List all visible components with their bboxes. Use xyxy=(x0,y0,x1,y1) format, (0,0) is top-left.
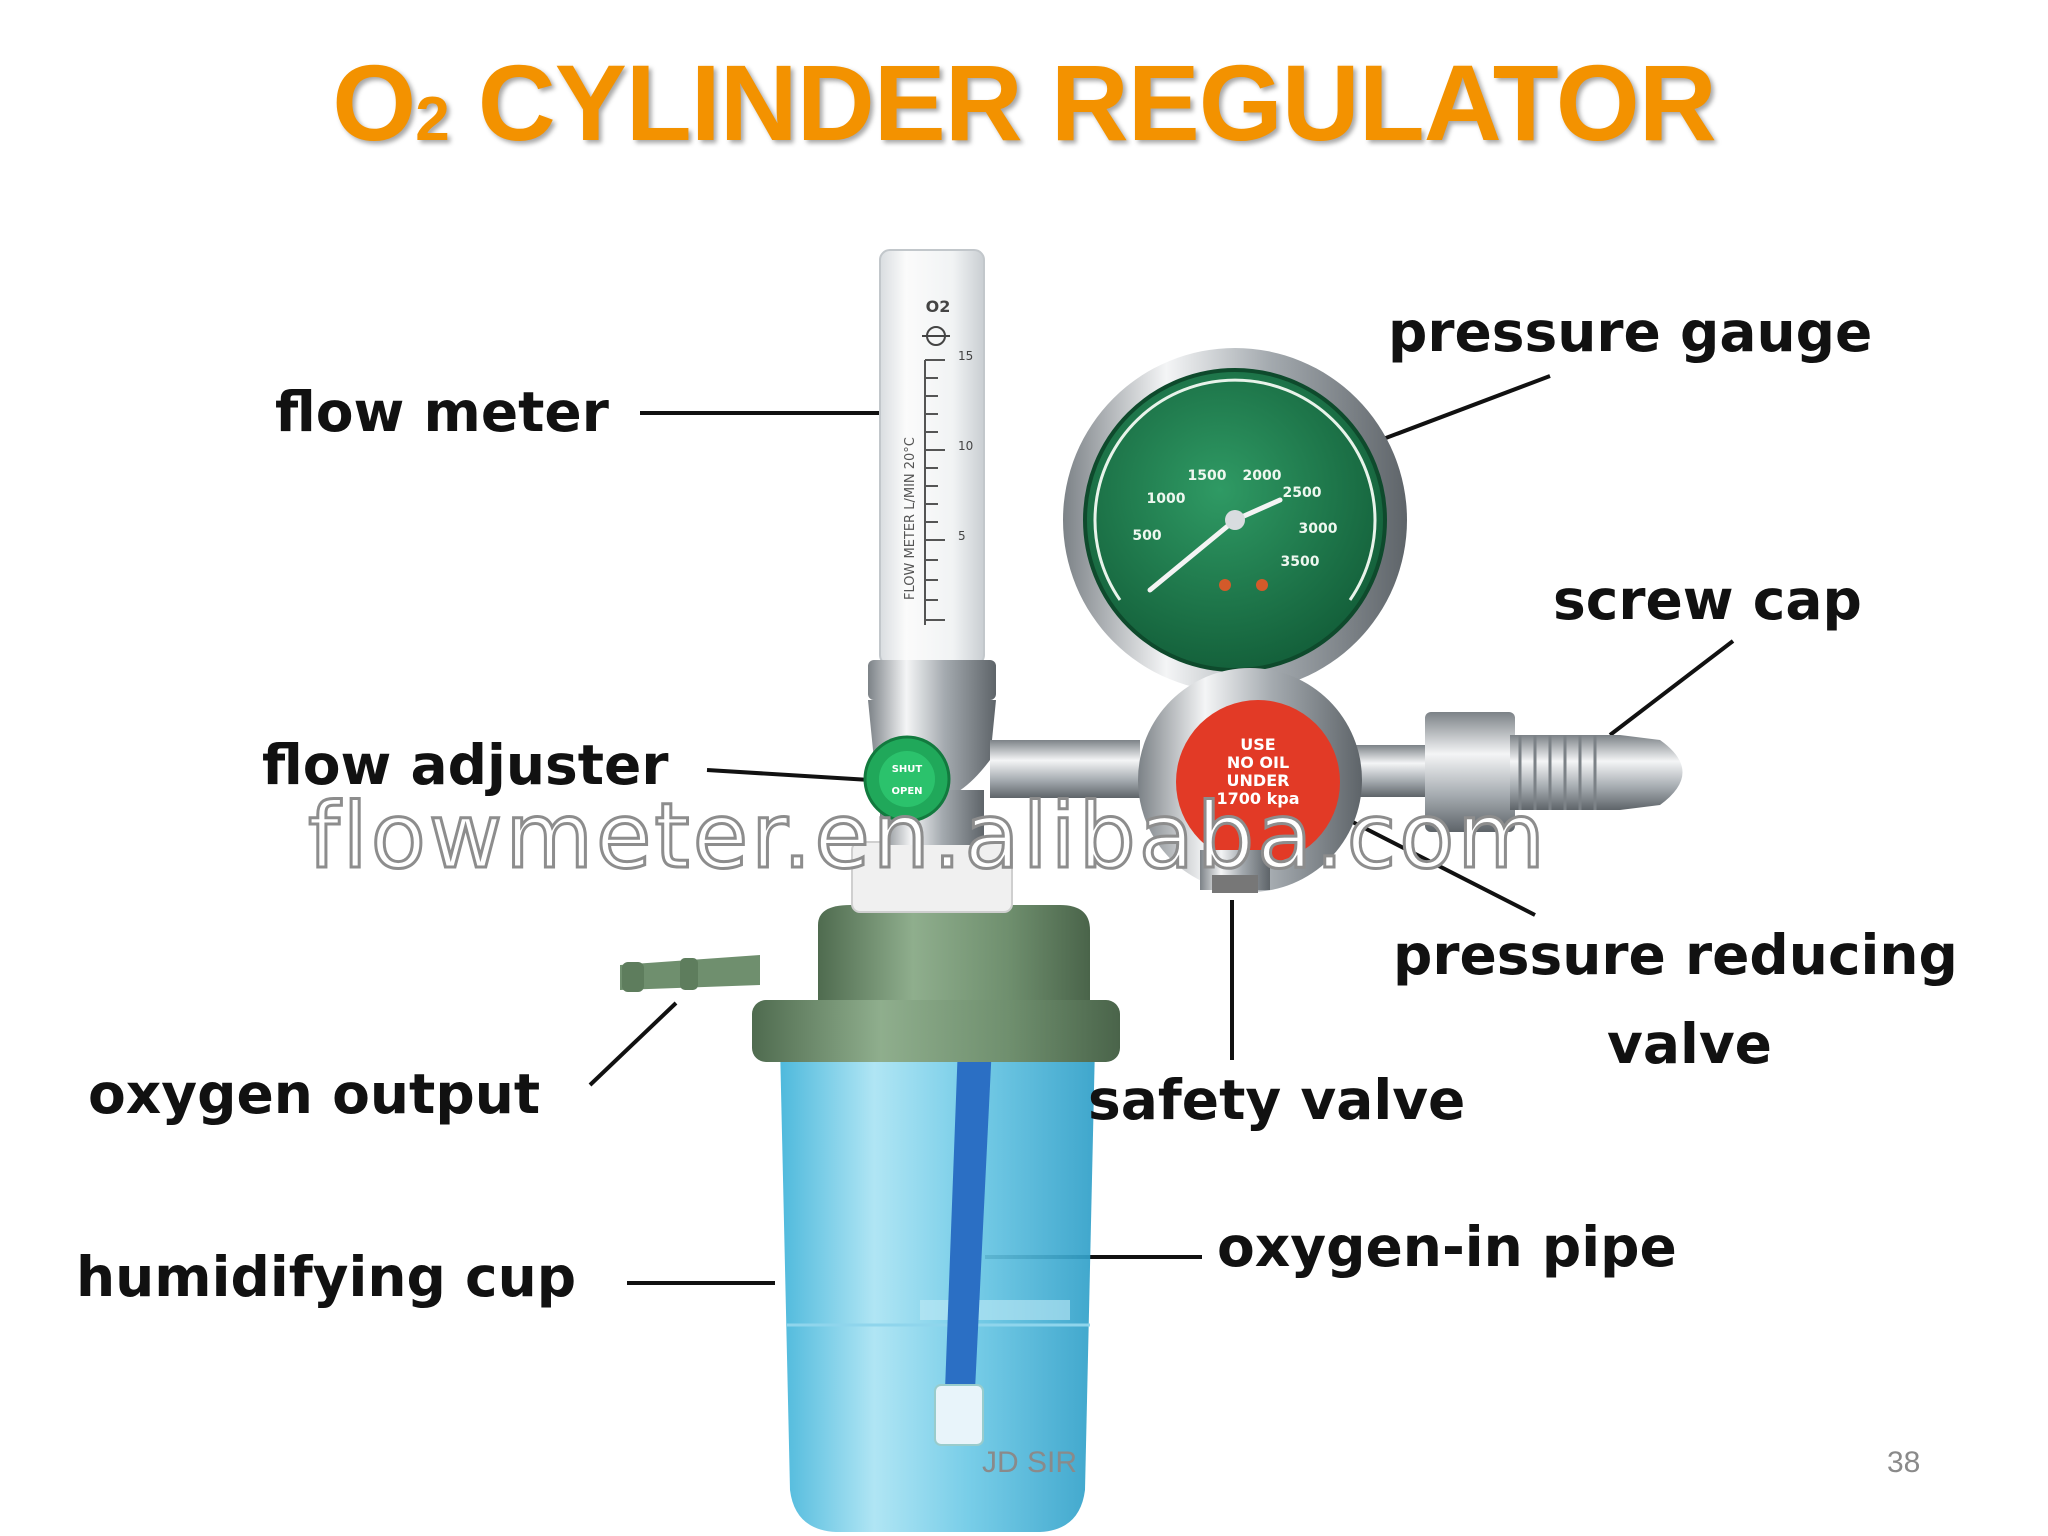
gauge-scale-3000: 3000 xyxy=(1299,521,1338,537)
gauge-needle xyxy=(1147,517,1238,593)
flowmeter-o2-mark: O2 xyxy=(926,297,951,316)
leader-lines xyxy=(588,374,1735,1285)
warning-under: UNDER xyxy=(1227,771,1290,790)
gauge-scale-500: 500 xyxy=(1132,528,1161,544)
footer-author: JD SIR xyxy=(982,1446,1078,1479)
label-oxygen-output: oxygen output xyxy=(88,1062,541,1126)
knob-shut-text: SHUT xyxy=(892,764,923,775)
warning-pressure: 1700 kpa xyxy=(1217,789,1300,808)
label-flow-meter: flow meter xyxy=(275,380,609,444)
knob-open-text: OPEN xyxy=(891,786,922,797)
warning-use: USE xyxy=(1240,735,1275,754)
pressure-gauge-dial: 500 1000 1500 2000 2500 3000 3500 xyxy=(1063,348,1407,692)
label-safety-valve: safety valve xyxy=(1088,1068,1466,1132)
title-rest: CYLINDER REGULATOR xyxy=(448,42,1717,163)
oxygen-in-pipe-body xyxy=(934,1045,992,1446)
flow-meter-tube: O2 15 10 5 FLOW METER L/MIN 20°C xyxy=(879,249,985,666)
leader-pressure-reducing-valve xyxy=(1334,811,1536,917)
label-pressure-reducing-valve: valve xyxy=(1607,1012,1772,1076)
label-oxygen-in-pipe: oxygen-in pipe xyxy=(1217,1215,1677,1279)
title-subscript-2: 2 xyxy=(415,85,449,154)
label-screw-cap: screw cap xyxy=(1553,568,1862,632)
warning-no-oil: NO OIL xyxy=(1227,753,1289,772)
screw-cap-fitting xyxy=(1340,712,1683,832)
label-pressure-gauge: pressure gauge xyxy=(1388,300,1873,364)
humidifier-lid xyxy=(620,905,1120,1062)
gauge-scale-3500: 3500 xyxy=(1281,554,1320,570)
slide-title: O2 CYLINDER REGULATOR xyxy=(0,40,2048,165)
watermark-text: flowmeter.en.alibaba.com xyxy=(307,784,1548,889)
title-o: O xyxy=(332,42,416,163)
flowmeter-vertical-text: FLOW METER L/MIN 20°C xyxy=(903,437,918,600)
leader-oxygen-output xyxy=(588,1001,678,1087)
flowmeter-scale-5: 5 xyxy=(958,529,966,543)
flowmeter-scale-15: 15 xyxy=(958,349,973,363)
gauge-scale-1500: 1500 xyxy=(1188,468,1227,484)
label-flow-adjuster: flow adjuster xyxy=(262,733,669,797)
gauge-scale-2000: 2000 xyxy=(1243,468,1282,484)
gauge-scale-1000: 1000 xyxy=(1147,491,1186,507)
flowmeter-scale-10: 10 xyxy=(958,439,973,453)
leader-flow-adjuster xyxy=(706,768,871,782)
page-number: 38 xyxy=(1887,1446,1921,1479)
pressure-reducing-valve-body: USE NO OIL UNDER 1700 kpa xyxy=(1138,668,1362,892)
label-pressure-reducing: pressure reducing xyxy=(1393,923,1958,987)
safety-valve-body xyxy=(1200,850,1270,893)
connecting-pipe xyxy=(990,740,1140,798)
gauge-scale-2500: 2500 xyxy=(1283,485,1322,501)
leader-pressure-gauge xyxy=(1369,374,1551,446)
label-humidifying-cup: humidifying cup xyxy=(76,1245,577,1309)
flow-adjuster-knob: SHUT OPEN xyxy=(863,735,951,823)
leader-screw-cap xyxy=(1608,639,1735,737)
